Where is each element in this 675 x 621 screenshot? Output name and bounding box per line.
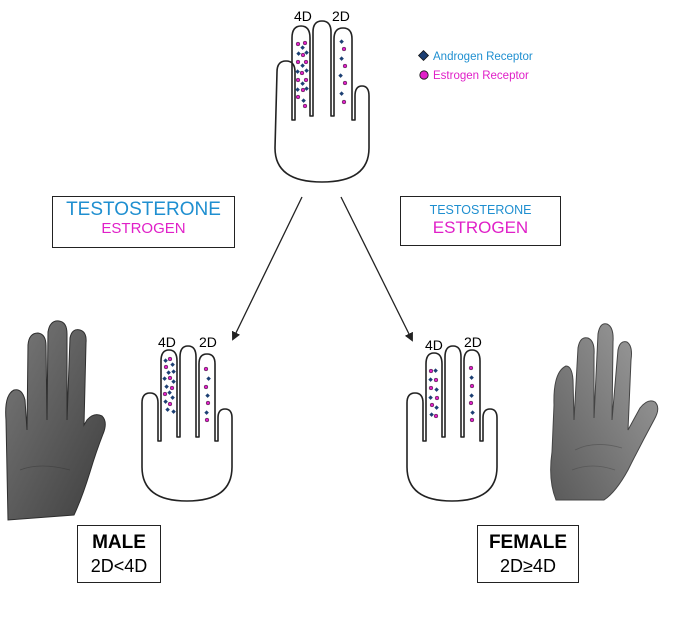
male-label: MALE — [92, 532, 146, 553]
androgen-legend-label: Androgen Receptor — [433, 51, 533, 63]
female-receptor-dots-4d — [428, 368, 440, 419]
female-label: FEMALE — [488, 532, 568, 553]
arrow-to-male — [232, 196, 303, 341]
male-receptor-dots-4d — [162, 356, 176, 414]
female-receptor-dots-2d — [468, 365, 475, 423]
female-hand-photo — [550, 323, 659, 501]
male-ratio: 2D<4D — [90, 555, 148, 576]
male-receptor-dots-2d — [203, 366, 211, 423]
estrogen-label-male: ESTROGEN — [101, 219, 186, 237]
second-digit-label: 2D — [332, 8, 350, 24]
legend: Androgen Receptor Estrogen Receptor — [417, 49, 533, 82]
female-ratio-box: FEMALE 2D≥4D — [477, 525, 579, 583]
fourth-digit-label: 4D — [294, 8, 312, 24]
estrogen-label-female: ESTROGEN — [432, 217, 529, 237]
female-fourth-digit-label: 4D — [425, 337, 443, 353]
estrogen-legend-marker — [419, 70, 429, 80]
hand-diagram-male: 4D 2D — [141, 334, 233, 502]
hand-diagram-top: 4D 2D — [274, 8, 370, 183]
hand-diagram-female: 4D 2D — [406, 334, 498, 502]
androgen-legend-marker — [417, 49, 430, 62]
testosterone-label-female: TESTOSTERONE — [429, 203, 532, 217]
male-hand-photo — [5, 320, 106, 521]
testosterone-label-male: TESTOSTERONE — [66, 199, 221, 220]
female-second-digit-label: 2D — [464, 334, 482, 350]
hormone-box-female: TESTOSTERONE ESTROGEN — [400, 196, 561, 246]
male-ratio-box: MALE 2D<4D — [77, 525, 161, 583]
male-fourth-digit-label: 4D — [158, 334, 176, 350]
arrow-to-female — [340, 196, 413, 342]
estrogen-legend-label: Estrogen Receptor — [433, 70, 529, 82]
female-ratio: 2D≥4D — [500, 555, 556, 576]
hormone-box-male: TESTOSTERONE ESTROGEN — [52, 196, 235, 248]
male-second-digit-label: 2D — [199, 334, 217, 350]
